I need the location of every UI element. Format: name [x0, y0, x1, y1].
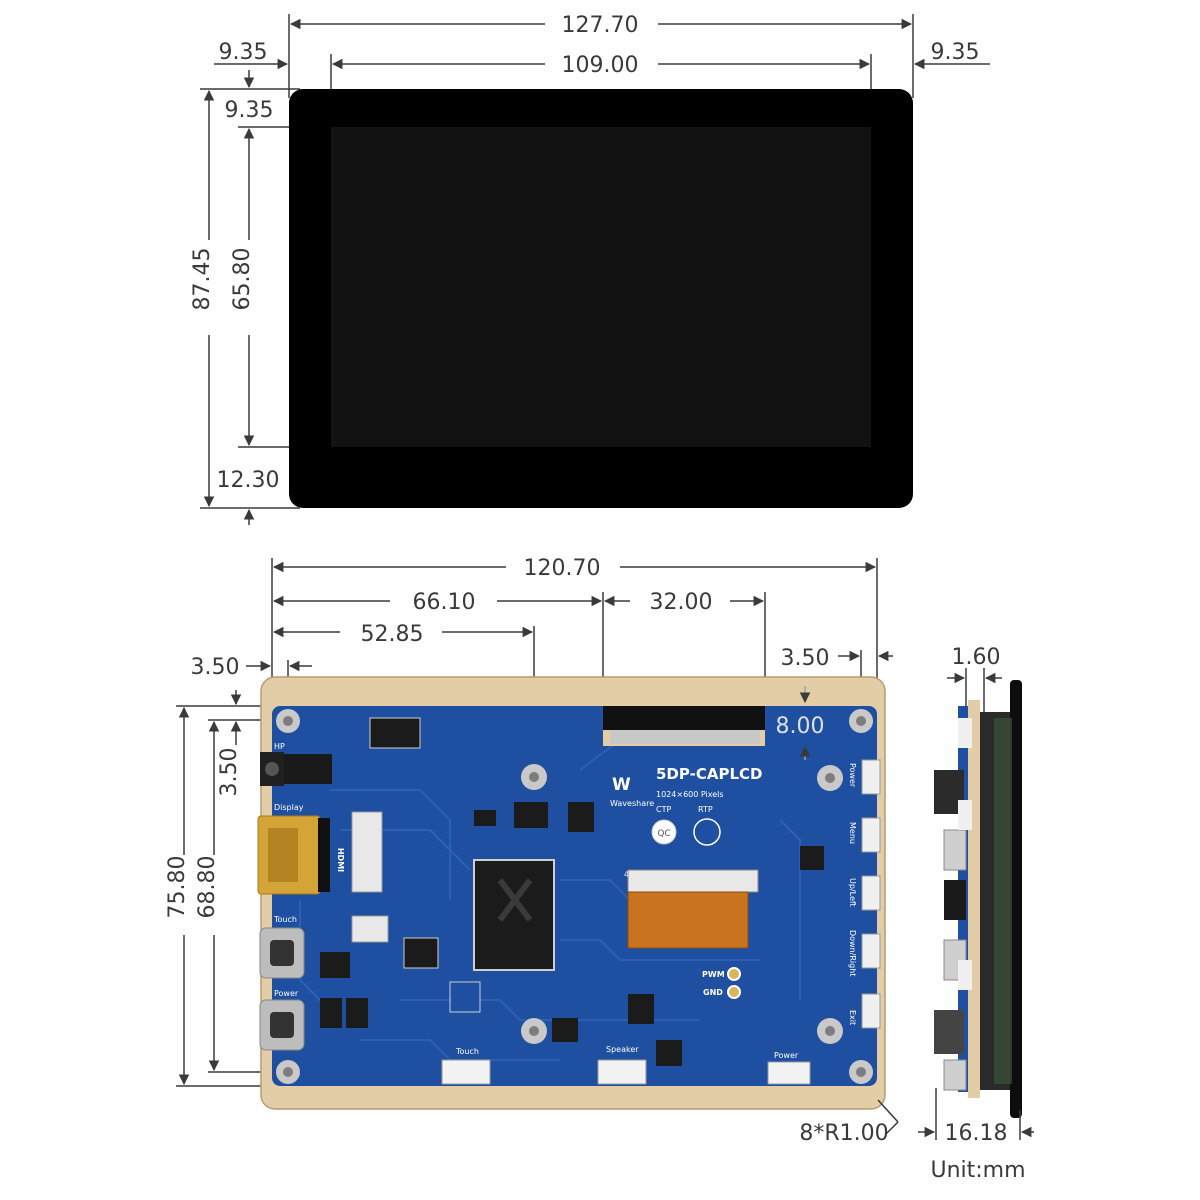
board-mid-offset: 66.10 [413, 590, 476, 615]
button-power[interactable] [861, 759, 881, 795]
mounting-hole [276, 709, 300, 733]
top-right-margin: 9.35 [931, 40, 980, 65]
fpc-header [627, 869, 759, 893]
board-overall-width: 120.70 [524, 556, 601, 581]
mounting-hole [849, 1060, 873, 1084]
board-hole-offset: 52.85 [361, 622, 424, 647]
mounting-hole [849, 709, 873, 733]
board-overall-height: 75.80 [165, 856, 190, 919]
speaker-connector [597, 1059, 647, 1085]
port-label-touch-bottom: Touch [455, 1047, 479, 1056]
board-view: 120.70 66.10 32.00 52.85 3.50 3.50 3.50 … [165, 556, 899, 1146]
button-menu[interactable] [861, 817, 881, 853]
mounting-holes [276, 709, 873, 1084]
button-label-up-left: Up/Left [848, 878, 857, 907]
unit-label: Unit:mm [930, 1158, 1025, 1183]
top-active-height: 65.80 [230, 248, 255, 311]
pwm-label: PWM [702, 970, 725, 979]
qc-sticker [651, 819, 677, 845]
mounting-hole [521, 1018, 547, 1044]
ctp-label: CTP [656, 805, 671, 814]
rtp-pad [693, 818, 721, 846]
touch-connector [441, 1059, 491, 1085]
resolution-label: 1024×600 Pixels [656, 790, 724, 799]
power-connector [767, 1061, 811, 1085]
port-label-touch-left: Touch [273, 915, 297, 924]
mounting-hole [817, 765, 843, 791]
mounting-hole [817, 1018, 843, 1044]
qc-label: QC [657, 829, 670, 839]
side-plate-thickness: 1.60 [952, 645, 1001, 670]
board-hole-height: 68.80 [195, 856, 220, 919]
top-view: 127.70 109.00 9.35 9.35 9.35 87.45 65.80… [190, 13, 990, 525]
top-overall-width: 127.70 [562, 13, 639, 38]
top-top-margin: 9.35 [225, 98, 274, 123]
brand-label: Waveshare [610, 799, 654, 808]
button-exit[interactable] [861, 993, 881, 1029]
port-label-speaker: Speaker [606, 1045, 639, 1054]
button-up-left[interactable] [861, 875, 881, 911]
mounting-hole [521, 764, 547, 790]
rtp-label: RTP [698, 805, 713, 814]
port-label-power-left: Power [274, 989, 299, 998]
button-label-power: Power [848, 763, 857, 788]
port-label-hp: HP [274, 742, 285, 751]
top-bottom-margin: 12.30 [217, 468, 280, 493]
waveshare-logo: W [612, 775, 631, 795]
mounting-hole [276, 1060, 300, 1084]
pcb [272, 706, 877, 1086]
main-chip [473, 859, 555, 971]
top-active-width: 109.00 [562, 53, 639, 78]
port-label-display: Display [274, 803, 304, 812]
hdmi-silk-label: HDMI [336, 848, 345, 872]
side-panel [1010, 680, 1022, 1118]
button-label-menu: Menu [848, 822, 857, 844]
active-area [331, 127, 871, 447]
port-label-power-bottom: Power [774, 1051, 799, 1060]
button-label-down-right: Down/Right [848, 930, 857, 976]
model-label: 5DP-CAPLCD [656, 765, 762, 783]
board-connector-depth: 8.00 [776, 714, 825, 739]
top-left-margin: 9.35 [219, 40, 268, 65]
side-buttons: Power Menu Up/Left Down/Right Exit [848, 759, 881, 1029]
board-top-hole-inset: 3.50 [217, 748, 242, 797]
board-right-hole-inset: 3.50 [781, 646, 830, 671]
side-usb [934, 1010, 964, 1054]
top-overall-height: 87.45 [190, 248, 215, 311]
fpc-cable [627, 891, 749, 949]
button-down-right[interactable] [861, 933, 881, 969]
board-left-hole-inset: 3.50 [191, 655, 240, 680]
corner-radius-label: 8*R1.00 [799, 1121, 888, 1146]
button-label-exit: Exit [848, 1010, 857, 1025]
side-total-thickness: 16.18 [945, 1121, 1008, 1146]
side-view: 1.60 16.18 Unit:mm [918, 645, 1034, 1183]
fpc-connector [603, 706, 765, 730]
gnd-label: GND [703, 988, 723, 997]
side-acrylic [968, 700, 980, 1098]
board-connector-width: 32.00 [650, 590, 713, 615]
